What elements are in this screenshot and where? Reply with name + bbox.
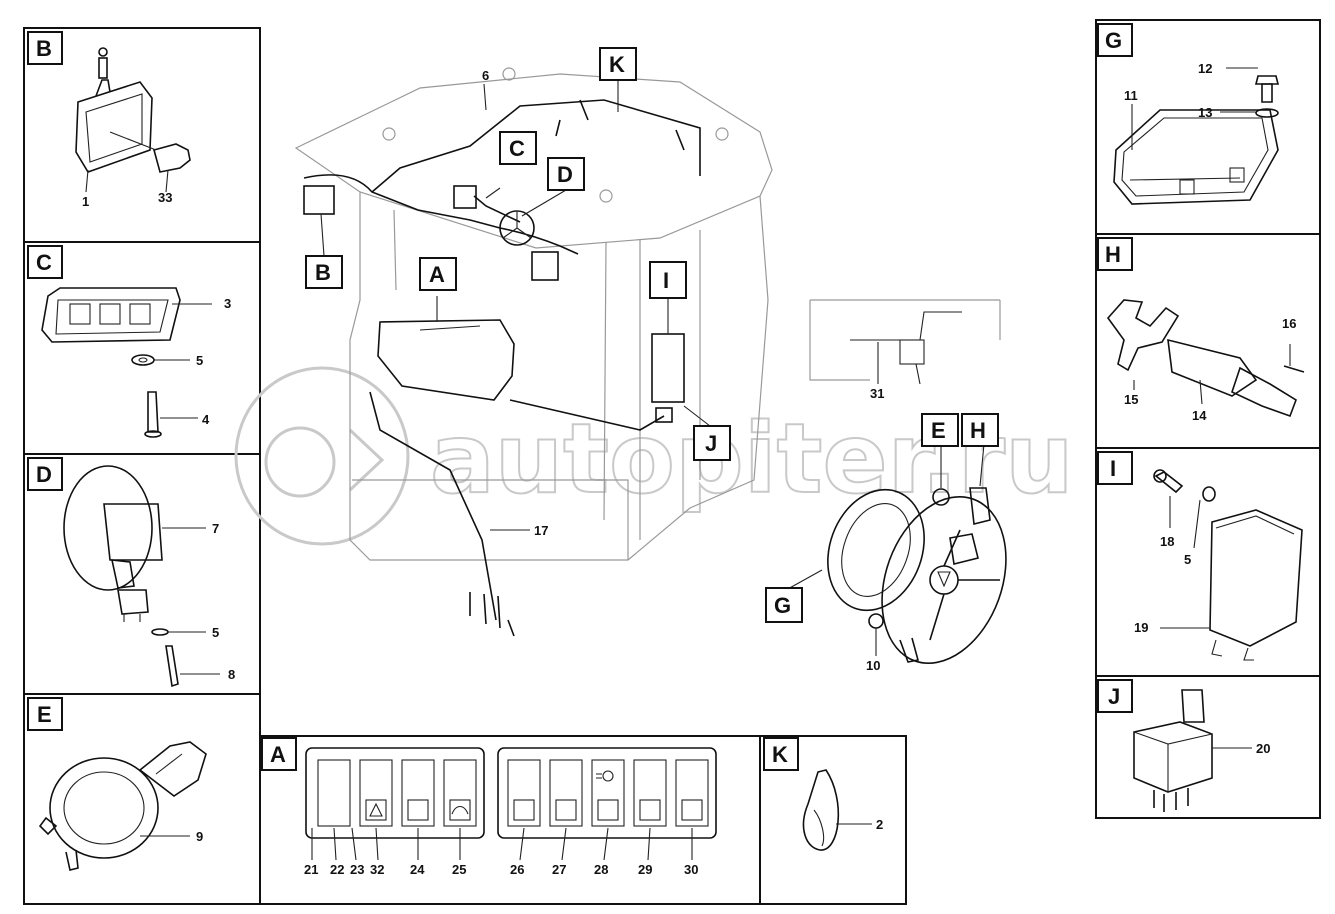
panel-b-lamp-drawing: [75, 47, 191, 193]
callout-11: 11: [1124, 88, 1138, 103]
callout-18: 18: [1160, 534, 1174, 549]
callout-4: 4: [202, 412, 210, 427]
tag-e-panel: E: [27, 697, 63, 731]
callout-14: 14: [1192, 408, 1207, 423]
callout-15: 15: [1124, 392, 1138, 407]
callout-33: 33: [158, 190, 172, 205]
panel-e-frame: [23, 693, 261, 905]
tag-i-panel: I: [1097, 451, 1133, 485]
callout-5-i: 5: [1184, 552, 1191, 567]
tag-a-panel: A: [261, 737, 297, 771]
svg-text:H: H: [970, 418, 986, 443]
tag-k-panel: K: [763, 737, 799, 771]
callout-21: 21: [304, 862, 318, 877]
panel-j-relay-drawing: [1133, 689, 1252, 812]
panel-a-switches-drawing: [305, 747, 717, 861]
tag-i-main: I: [649, 261, 687, 299]
callout-26: 26: [510, 862, 524, 877]
tag-b-panel: B: [27, 31, 63, 65]
panel-g-frame-drawing: [1113, 67, 1280, 205]
svg-text:G: G: [1105, 28, 1122, 53]
callout-28: 28: [594, 862, 608, 877]
callout-19: 19: [1134, 620, 1148, 635]
callout-10: 10: [866, 658, 880, 673]
callout-2: 2: [876, 817, 883, 832]
harness-drawing: [303, 99, 701, 637]
callout-5-d: 5: [212, 625, 219, 640]
tag-j-panel: J: [1097, 679, 1133, 713]
tag-d-panel: D: [27, 457, 63, 491]
svg-text:I: I: [1110, 456, 1116, 481]
panel-h-frame: [1095, 233, 1321, 449]
callout-17: 17: [534, 523, 548, 538]
svg-text:D: D: [557, 162, 573, 187]
panel-d-frame: [23, 453, 261, 695]
callout-32: 32: [370, 862, 384, 877]
panel-g-frame: [1095, 19, 1321, 235]
callout-24: 24: [410, 862, 425, 877]
svg-text:C: C: [509, 136, 525, 161]
svg-text:A: A: [429, 262, 445, 287]
svg-text:G: G: [774, 593, 791, 618]
tag-e-main: E: [921, 413, 959, 447]
callout-20: 20: [1256, 741, 1270, 756]
panel-d-beacon-drawing: [63, 465, 220, 688]
panel-c-light-drawing: [41, 287, 212, 438]
callout-31: 31: [870, 386, 884, 401]
svg-text:E: E: [931, 418, 946, 443]
panel-c-frame: [23, 241, 261, 455]
callout-5-c: 5: [196, 353, 203, 368]
panel-e-switch-drawing: [38, 741, 207, 871]
svg-text:B: B: [36, 36, 52, 61]
callout-30: 30: [684, 862, 698, 877]
callout-25: 25: [452, 862, 466, 877]
callout-3: 3: [224, 296, 231, 311]
callout-16: 16: [1282, 316, 1296, 331]
tag-h-main: H: [961, 413, 999, 447]
callout-22: 22: [330, 862, 344, 877]
tag-b-main: B: [305, 255, 343, 289]
tag-c-main: C: [499, 131, 537, 165]
svg-text:B: B: [315, 260, 331, 285]
callout-6: 6: [482, 68, 489, 83]
svg-text:K: K: [609, 52, 625, 77]
callout-27: 27: [552, 862, 566, 877]
tag-g-main: G: [765, 587, 803, 623]
cab-drawing: [294, 67, 1001, 561]
tag-h-panel: H: [1097, 237, 1133, 271]
tag-g-panel: G: [1097, 23, 1133, 57]
svg-text:H: H: [1105, 242, 1121, 267]
callout-13: 13: [1198, 105, 1212, 120]
callout-9: 9: [196, 829, 203, 844]
svg-text:D: D: [36, 462, 52, 487]
panel-h-lever-drawing: [1106, 299, 1305, 418]
tag-j-main: J: [693, 425, 731, 461]
svg-text:E: E: [37, 702, 52, 727]
watermark-logo: [234, 366, 410, 546]
callout-29: 29: [638, 862, 652, 877]
callout-7: 7: [212, 521, 219, 536]
panel-a-frame: [259, 735, 761, 905]
svg-text:J: J: [1108, 684, 1120, 709]
tag-c-panel: C: [27, 245, 63, 279]
callout-12: 12: [1198, 61, 1212, 76]
svg-text:I: I: [663, 268, 669, 293]
svg-text:A: A: [270, 742, 286, 767]
steering-drawing: [827, 443, 1007, 665]
tag-k-main: K: [599, 47, 637, 81]
callout-1: 1: [82, 194, 89, 209]
callout-23: 23: [350, 862, 364, 877]
callout-8: 8: [228, 667, 235, 682]
svg-text:K: K: [772, 742, 788, 767]
panel-k-tie-drawing: [802, 769, 872, 851]
svg-text:J: J: [705, 431, 717, 456]
tag-a-main: A: [419, 257, 457, 291]
panel-i-unit-drawing: [1153, 469, 1303, 661]
svg-text:C: C: [36, 250, 52, 275]
tag-d-main: D: [547, 157, 585, 191]
